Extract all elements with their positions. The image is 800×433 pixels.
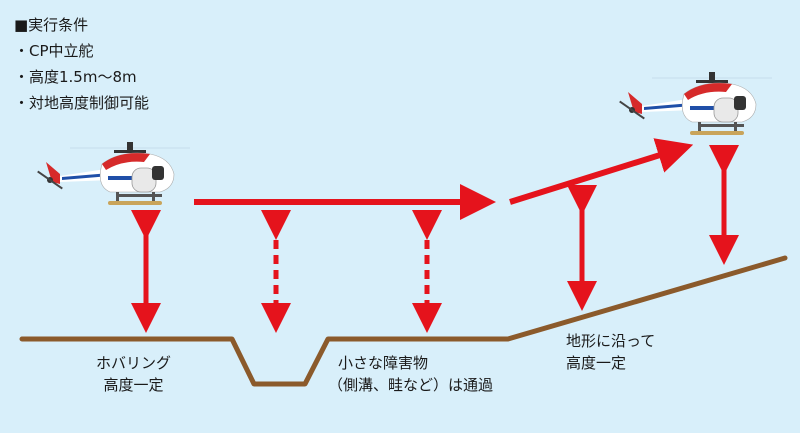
terrain-label-line1: 地形に沿って (566, 332, 656, 350)
hover-label-line2: 高度一定 (103, 376, 164, 394)
conditions-title: ■実行条件 (14, 16, 89, 34)
condition-item: ・対地高度制御可能 (14, 94, 150, 112)
obstacle-label-line2: （側溝、畦など）は通過 (328, 376, 494, 394)
execution-conditions: ■実行条件 ・CP中立舵 ・高度1.5m～8m ・対地高度制御可能 (14, 12, 149, 116)
hover-label-line1: ホバリング (96, 354, 172, 372)
obstacle-label-line1: 小さな障害物 (338, 354, 429, 372)
terrain-label: 地形に沿って 高度一定 (566, 330, 655, 374)
helicopter-icon (36, 141, 191, 206)
obstacle-label: 小さな障害物 （側溝、畦など）は通過 (328, 352, 493, 396)
ground-profile (19, 255, 788, 387)
terrain-label-line2: 高度一定 (566, 354, 627, 372)
helicopter-icon (618, 71, 773, 136)
condition-item: ・CP中立舵 (14, 42, 94, 60)
condition-item: ・高度1.5m～8m (14, 68, 137, 86)
hover-label: ホバリング 高度一定 (96, 352, 171, 396)
flight-path-arrow-climb (509, 138, 694, 205)
